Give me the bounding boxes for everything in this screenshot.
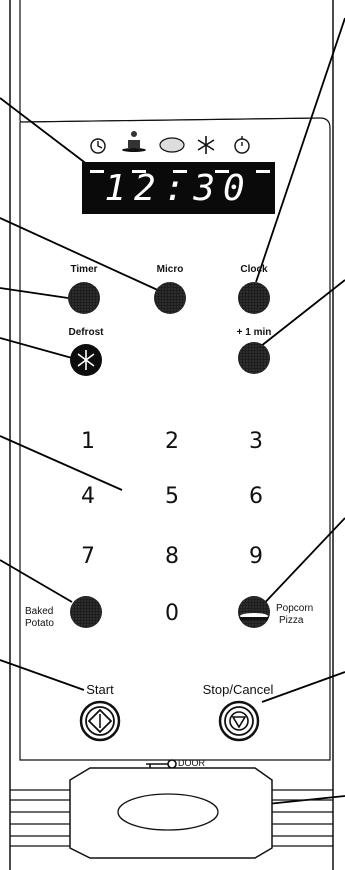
callout-line-micro [0,217,163,293]
callout-line-timer [0,287,69,299]
keypad-key-0[interactable]: 0 [165,601,179,626]
keypad-key-5[interactable]: 5 [165,484,179,509]
callout-line-clock [255,17,345,283]
baked-potato-button[interactable] [70,596,102,628]
keypad-key-4[interactable]: 4 [81,484,95,509]
keypad-key-2[interactable]: 2 [165,429,179,454]
stop-cancel-button[interactable] [218,700,260,742]
callout-line-defrost [0,337,73,359]
callout-line-start [0,659,85,691]
plus-one-min-label: + 1 min [236,327,272,338]
keypad-key-8[interactable]: 8 [165,544,179,569]
start-label: Start [86,682,114,697]
display-segment-markers [90,170,270,173]
door-key-icon [146,759,177,769]
clock-label: Clock [240,264,268,275]
defrost-label: Defrost [68,327,104,338]
keypad-key-9[interactable]: 9 [249,544,263,569]
timer-button[interactable] [68,282,100,314]
display-time: 12:30 [104,167,253,209]
callout-line-stop [261,671,345,703]
clock-button[interactable] [238,282,270,314]
callout-line-baked-potato [0,559,73,603]
defrost-button[interactable] [70,344,102,376]
callout-line-keypad [0,435,123,491]
keypad-key-6[interactable]: 6 [249,484,263,509]
micro-button[interactable] [154,282,186,314]
start-button[interactable] [79,700,121,742]
callout-line-popcorn [255,517,345,613]
potato-icon [159,137,185,153]
micro-label: Micro [156,264,184,275]
popcorn-pizza-label: Popcorn Pizza [276,603,314,626]
timer-icon [234,136,250,154]
timer-label: Timer [70,264,98,275]
callout-lines [0,17,345,813]
keypad-key-1[interactable]: 1 [81,429,95,454]
callout-line-display [0,97,93,169]
start-icon [87,708,113,734]
stop-icon [231,716,247,729]
plus-one-min-button[interactable] [238,342,270,374]
baked-potato-label: Baked Potato [25,606,54,629]
inner-bezel [19,0,331,761]
time-display: 12:30 [82,162,275,214]
keypad-key-3[interactable]: 3 [249,429,263,454]
door-release-oval[interactable] [117,793,219,831]
cake-icon [122,131,146,152]
door-label: DOOR [178,758,205,768]
keypad-key-7[interactable]: 7 [81,544,95,569]
popcorn-pizza-button[interactable] [238,596,270,628]
stop-cancel-label: Stop/Cancel [202,682,274,697]
defrost-icon [197,136,215,154]
vent-grille [10,789,333,847]
clock-icon [90,138,106,154]
callout-line-plus-one [255,279,345,351]
